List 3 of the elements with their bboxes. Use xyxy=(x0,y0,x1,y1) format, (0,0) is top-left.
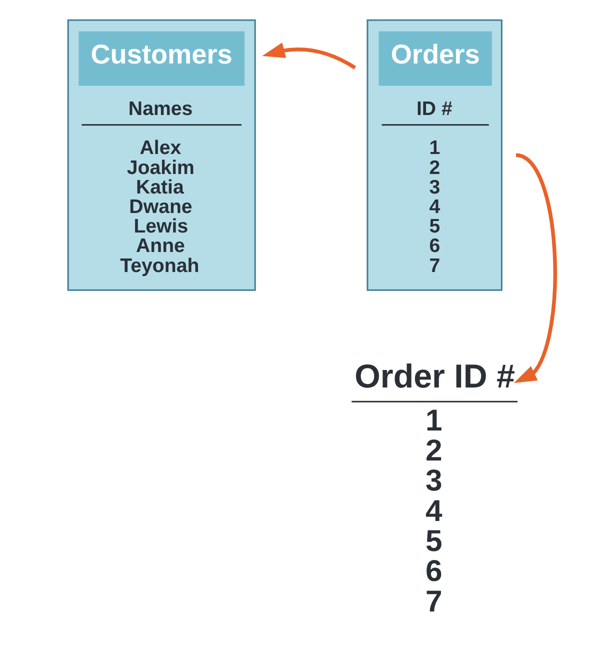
arrow xyxy=(513,153,557,384)
arrow xyxy=(262,42,356,70)
node-text: Order ID # 1 2 3 4 5 6 7 xyxy=(354,358,514,618)
